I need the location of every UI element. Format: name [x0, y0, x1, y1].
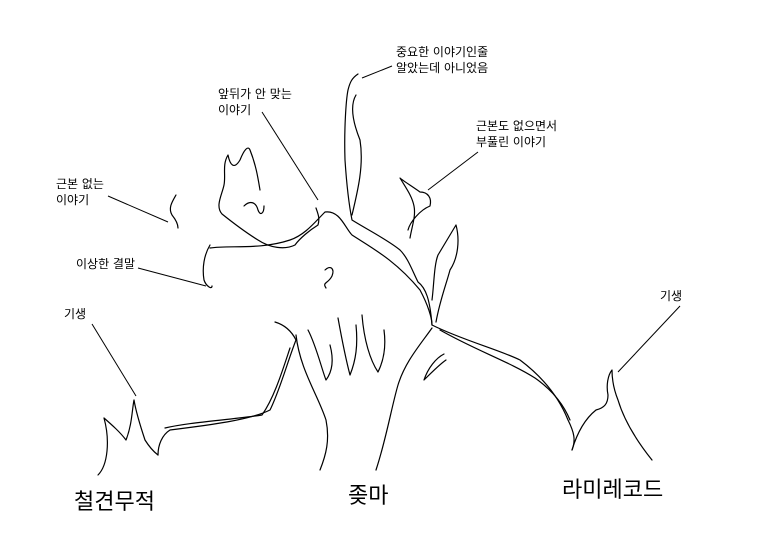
inconsistent-branch	[218, 147, 320, 249]
pointer-inconsistent	[261, 111, 319, 201]
root-left	[157, 339, 297, 456]
canopy-scribble	[324, 266, 334, 289]
right-branch	[399, 177, 432, 239]
pointer-parasite-left	[91, 323, 137, 397]
label-groundless-story-left: 근본 없는 이야기	[56, 176, 104, 208]
upper-canopy-edge	[209, 211, 433, 326]
main-stem-right-edge	[351, 94, 362, 216]
label-groundless-story-right: 근본도 없으면서 부풀린 이야기	[476, 118, 557, 150]
groundless-left-branch	[169, 194, 179, 229]
label-line: 중요한 이야기인줄	[396, 45, 489, 59]
main-stem	[344, 73, 433, 326]
title-left: 철견무적	[74, 490, 155, 515]
label-line: 알았는데 아니었음	[396, 61, 489, 75]
root-left-inner	[164, 347, 291, 429]
title-right: 라미레코드	[562, 478, 664, 503]
pointer-groundless-right	[427, 151, 479, 191]
pointer-parasite-right	[617, 305, 681, 373]
curl-shape	[243, 201, 265, 215]
title-center: 좆마	[348, 484, 389, 509]
parasite-curl	[423, 353, 447, 381]
label-line: 근본도 없으면서	[476, 119, 558, 133]
pointer-groundless-left	[107, 195, 169, 223]
label-inconsistent-story: 앞뒤가 안 맞는 이야기	[218, 86, 292, 118]
root-right	[431, 324, 575, 451]
droop-3	[337, 317, 358, 376]
pointer-important	[361, 65, 393, 79]
label-important-story: 중요한 이야기인줄 알았는데 아니었음	[396, 44, 488, 76]
label-strange-ending: 이상한 결말	[76, 257, 136, 271]
trunk-right-edge	[375, 327, 433, 471]
label-parasite-left: 기생	[64, 307, 87, 321]
root-right-tip	[571, 369, 653, 461]
label-line: 이야기	[218, 103, 252, 117]
trunk-left-edge	[295, 334, 329, 471]
label-parasite-right: 기생	[660, 289, 683, 303]
root-right-inner	[439, 329, 571, 421]
label-line: 부풀린 이야기	[476, 135, 547, 149]
label-line: 근본 없는	[56, 177, 104, 191]
label-line: 이야기	[56, 193, 90, 207]
main-stem-inner	[431, 224, 459, 323]
droop-2	[307, 329, 333, 381]
label-line: 앞뒤가 안 맞는	[218, 87, 292, 101]
strange-ending-branch	[202, 244, 213, 289]
pointer-strange-ending	[137, 267, 207, 287]
droop-1	[274, 321, 297, 341]
root-left-tip	[97, 399, 159, 476]
droop-4	[361, 314, 386, 373]
